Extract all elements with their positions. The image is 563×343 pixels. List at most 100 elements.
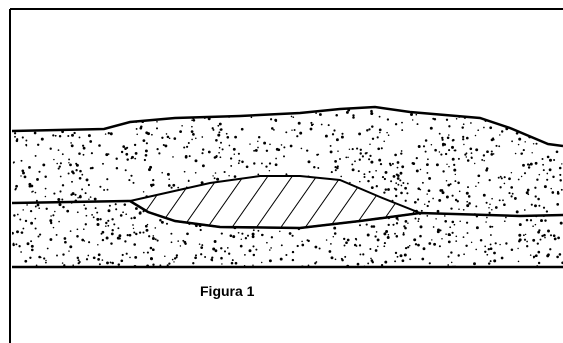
sand-grain bbox=[245, 237, 247, 239]
sand-grain bbox=[59, 208, 61, 210]
sand-grain bbox=[344, 256, 346, 258]
sand-grain bbox=[442, 145, 444, 147]
sand-grain bbox=[37, 235, 39, 237]
sand-grain bbox=[86, 116, 88, 118]
sand-grain bbox=[518, 138, 521, 141]
sand-grain bbox=[177, 240, 179, 242]
sand-grain bbox=[508, 117, 510, 119]
sand-grain bbox=[509, 202, 511, 204]
sand-grain bbox=[275, 158, 277, 160]
sand-grain bbox=[62, 113, 65, 116]
sand-grain bbox=[456, 236, 458, 238]
sand-grain bbox=[211, 259, 213, 261]
sand-grain bbox=[173, 137, 176, 140]
sand-grain bbox=[136, 134, 138, 136]
sand-grain bbox=[504, 220, 506, 222]
sand-grain bbox=[173, 261, 174, 262]
sand-grain bbox=[68, 158, 70, 160]
sand-grain bbox=[45, 188, 47, 190]
sand-grain bbox=[169, 137, 171, 139]
sand-grain bbox=[478, 182, 480, 184]
sand-grain bbox=[388, 134, 390, 136]
sand-grain bbox=[495, 206, 498, 209]
sand-grain bbox=[519, 223, 522, 226]
sand-grain bbox=[275, 163, 278, 166]
sand-grain bbox=[468, 195, 471, 198]
sand-grain bbox=[124, 211, 126, 213]
sand-grain bbox=[26, 145, 27, 146]
sand-grain bbox=[442, 139, 444, 141]
sand-grain bbox=[345, 157, 347, 159]
sand-grain bbox=[421, 210, 423, 212]
sand-grain bbox=[252, 233, 255, 236]
sand-grain bbox=[102, 239, 104, 241]
sand-grain bbox=[538, 251, 541, 254]
sand-grain bbox=[378, 159, 381, 162]
sand-grain bbox=[43, 257, 45, 259]
sand-grain bbox=[533, 256, 535, 258]
sand-grain bbox=[78, 259, 80, 261]
sand-grain bbox=[434, 149, 437, 152]
sand-grain bbox=[50, 148, 52, 150]
sand-grain bbox=[356, 148, 358, 150]
sand-grain bbox=[456, 118, 458, 120]
sand-grain bbox=[213, 129, 215, 131]
sand-grain bbox=[34, 218, 36, 220]
sand-grain bbox=[78, 106, 80, 108]
sand-grain bbox=[262, 234, 264, 236]
sand-grain bbox=[356, 239, 358, 241]
sand-grain bbox=[556, 256, 559, 259]
sand-grain bbox=[516, 114, 518, 116]
sand-grain bbox=[452, 158, 455, 161]
sand-grain bbox=[505, 217, 507, 219]
sand-grain bbox=[11, 232, 14, 235]
sand-grain bbox=[367, 234, 370, 237]
sand-grain bbox=[215, 139, 218, 142]
sand-grain bbox=[257, 173, 259, 175]
sand-grain bbox=[400, 192, 403, 195]
sand-grain bbox=[437, 210, 440, 213]
sand-grain bbox=[334, 160, 337, 163]
sand-grain bbox=[221, 233, 223, 235]
sand-grain bbox=[428, 177, 431, 180]
sand-grain bbox=[344, 245, 346, 247]
sand-grain bbox=[452, 139, 454, 141]
sand-grain bbox=[325, 135, 328, 138]
sand-grain bbox=[261, 162, 263, 164]
sand-grain bbox=[445, 233, 447, 235]
sand-grain bbox=[79, 261, 81, 263]
sand-grain bbox=[285, 173, 287, 175]
sand-grain bbox=[401, 165, 404, 168]
sand-grain bbox=[62, 153, 64, 155]
sand-grain bbox=[471, 242, 472, 243]
sand-grain bbox=[486, 254, 488, 256]
sand-grain bbox=[150, 247, 153, 250]
sand-grain bbox=[216, 178, 219, 181]
sand-grain bbox=[560, 206, 561, 207]
sand-grain bbox=[551, 191, 554, 194]
sand-grain bbox=[439, 245, 441, 247]
sand-grain bbox=[98, 253, 101, 256]
sand-grain bbox=[249, 143, 250, 144]
sand-grain bbox=[253, 229, 255, 231]
sand-grain bbox=[161, 137, 163, 139]
sand-grain bbox=[62, 124, 64, 126]
sand-grain bbox=[218, 152, 220, 154]
sand-grain bbox=[421, 258, 424, 261]
sand-grain bbox=[18, 245, 20, 247]
sand-grain bbox=[416, 169, 419, 172]
sand-grain bbox=[465, 245, 467, 247]
sand-grain bbox=[241, 161, 244, 164]
sand-grain bbox=[475, 135, 477, 137]
sand-grain bbox=[445, 153, 447, 155]
sand-grain bbox=[143, 139, 146, 142]
sand-grain bbox=[492, 137, 494, 139]
sand-grain bbox=[220, 142, 222, 144]
sand-grain bbox=[539, 174, 541, 176]
sand-grain bbox=[234, 154, 235, 155]
sand-grain bbox=[435, 108, 437, 110]
sand-grain bbox=[59, 111, 61, 113]
sand-grain bbox=[37, 144, 39, 146]
sand-grain bbox=[266, 242, 268, 244]
sand-grain bbox=[475, 186, 477, 188]
